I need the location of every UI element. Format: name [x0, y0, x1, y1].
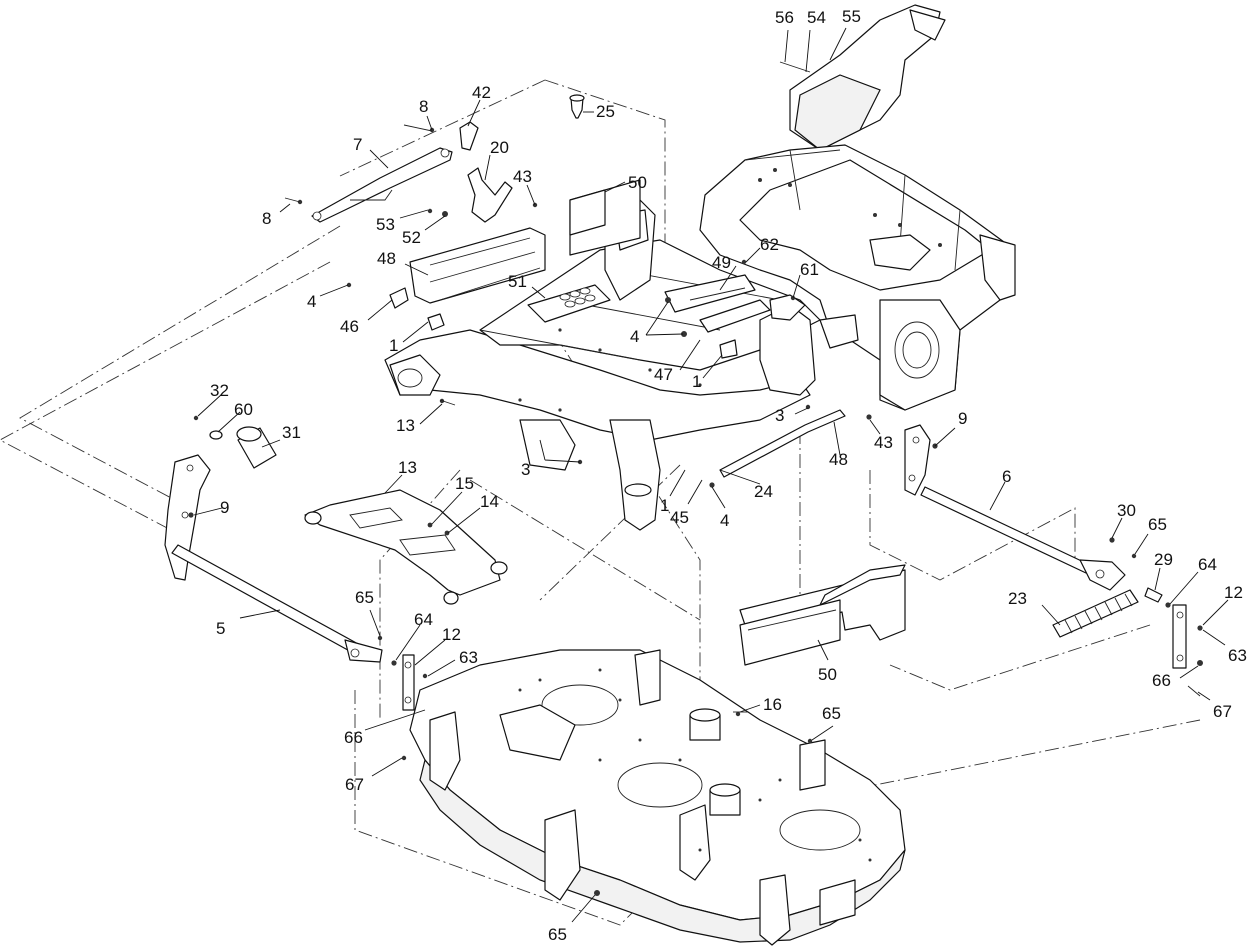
callout-67: 67 — [1213, 702, 1232, 721]
callout-46: 46 — [340, 317, 359, 336]
callout-4: 4 — [720, 511, 729, 530]
callout-65: 65 — [1148, 515, 1167, 534]
lower-shield-50 — [739, 564, 906, 666]
callout-3: 3 — [775, 406, 784, 425]
mower-deck — [409, 649, 906, 946]
callout-12: 12 — [442, 625, 461, 644]
callout-55: 55 — [842, 7, 861, 26]
callout-12: 12 — [1224, 583, 1243, 602]
callout-47: 47 — [654, 365, 673, 384]
callout-13: 13 — [398, 458, 417, 477]
callout-31: 31 — [282, 423, 301, 442]
callout-67: 67 — [345, 775, 364, 794]
callout-61: 61 — [800, 260, 819, 279]
callout-49: 49 — [712, 253, 731, 272]
callout-43: 43 — [874, 433, 893, 452]
callout-48: 48 — [377, 249, 396, 268]
callout-66: 66 — [344, 728, 363, 747]
callout-24: 24 — [754, 482, 773, 501]
left-lift-arm-group — [164, 415, 430, 761]
callout-53: 53 — [376, 215, 395, 234]
callout-60: 60 — [234, 400, 253, 419]
callout-labels: 56 54 55 42 8 25 7 20 43 50 8 53 52 62 4… — [210, 7, 1247, 944]
callout-3: 3 — [521, 460, 530, 479]
callout-65: 65 — [355, 588, 374, 607]
callout-65: 65 — [822, 704, 841, 723]
callout-56: 56 — [775, 8, 794, 27]
callout-51: 51 — [508, 272, 527, 291]
callout-29: 29 — [1154, 550, 1173, 569]
callout-1: 1 — [389, 336, 398, 355]
callout-48: 48 — [829, 450, 848, 469]
callout-64: 64 — [414, 610, 433, 629]
callout-64: 64 — [1198, 555, 1217, 574]
callout-14: 14 — [480, 492, 499, 511]
callout-52: 52 — [402, 228, 421, 247]
callout-45: 45 — [670, 508, 689, 527]
callout-15: 15 — [455, 474, 474, 493]
callout-16: 16 — [763, 695, 782, 714]
leader-lines — [193, 27, 1229, 923]
callout-6: 6 — [1002, 467, 1011, 486]
callout-1: 1 — [692, 372, 701, 391]
callout-4: 4 — [630, 327, 639, 346]
right-rod-group — [719, 409, 1203, 697]
callout-66: 66 — [1152, 671, 1171, 690]
callout-1: 1 — [660, 496, 669, 515]
callout-62: 62 — [760, 235, 779, 254]
callout-50: 50 — [818, 665, 837, 684]
callout-13: 13 — [396, 416, 415, 435]
callout-7: 7 — [353, 135, 362, 154]
callout-23: 23 — [1008, 589, 1027, 608]
callout-54: 54 — [807, 8, 826, 27]
callout-63: 63 — [1228, 646, 1247, 665]
callout-25: 25 — [596, 102, 615, 121]
callout-4: 4 — [307, 292, 316, 311]
callout-42: 42 — [472, 83, 491, 102]
callout-30: 30 — [1117, 501, 1136, 520]
callout-50: 50 — [628, 173, 647, 192]
callout-43: 43 — [513, 167, 532, 186]
callout-5: 5 — [216, 619, 225, 638]
callout-63: 63 — [459, 648, 478, 667]
callout-9: 9 — [220, 498, 229, 517]
callout-20: 20 — [490, 138, 509, 157]
callout-8: 8 — [262, 209, 271, 228]
callout-9: 9 — [958, 409, 967, 428]
callout-32: 32 — [210, 381, 229, 400]
lift-lever-group — [284, 61, 872, 488]
callout-8: 8 — [419, 97, 428, 116]
callout-65: 65 — [548, 925, 567, 944]
deck-link-13 — [304, 489, 508, 605]
frame-assembly — [384, 4, 1016, 531]
